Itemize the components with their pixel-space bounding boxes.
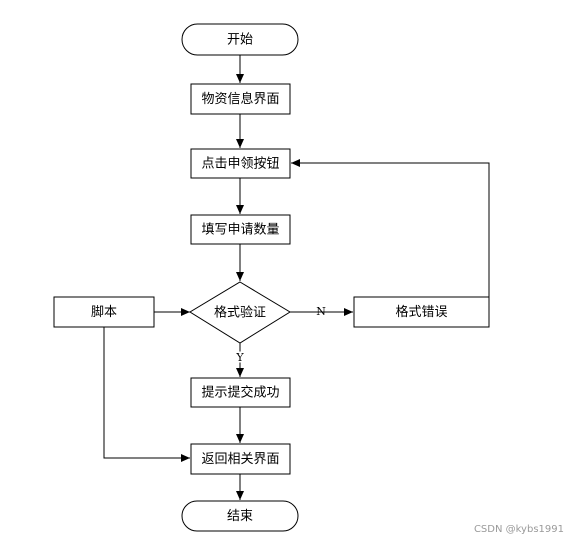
start-label: 开始 [227, 33, 253, 48]
edge-label-no: N [316, 305, 326, 318]
return-page-label: 返回相关界面 [201, 452, 279, 467]
submit-success-label: 提示提交成功 [201, 385, 279, 401]
format-error-label: 格式错误 [395, 304, 447, 320]
fill-quantity-node: 填写申请数量 [190, 214, 291, 245]
edge-label-yes: Y [235, 351, 244, 364]
click-apply-label: 点击申领按钮 [201, 157, 279, 172]
return-page-node: 返回相关界面 [190, 443, 291, 475]
script-node: 脚本 [53, 296, 155, 328]
edges [103, 55, 490, 500]
edge-script-to-return [103, 327, 190, 462]
start-node: 开始 [181, 23, 299, 56]
end-node: 结束 [181, 500, 299, 532]
script-label: 脚本 [91, 304, 117, 320]
watermark: CSDN @kybs1991 [473, 524, 564, 535]
click-apply-node: 点击申领按钮 [190, 148, 291, 179]
fill-quantity-label: 填写申请数量 [201, 223, 279, 238]
format-error-node: 格式错误 [353, 296, 490, 328]
material-info-node: 物资信息界面 [190, 83, 291, 115]
submit-success-node: 提示提交成功 [190, 377, 291, 408]
edge-error-to-apply [291, 159, 490, 312]
end-label: 结束 [227, 509, 253, 524]
material-info-label: 物资信息界面 [201, 91, 279, 107]
format-check-label: 格式验证 [214, 305, 266, 321]
format-check-node: 格式验证 [189, 281, 291, 344]
